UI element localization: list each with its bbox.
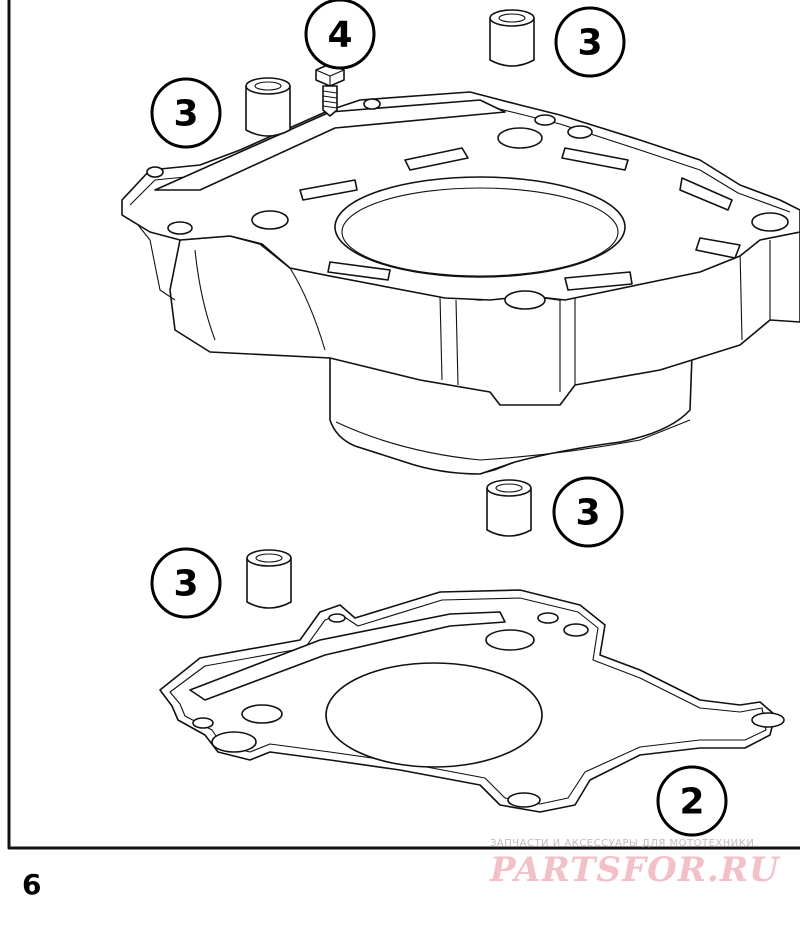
diagram-frame (7, 0, 800, 850)
callout-label: 4 (327, 15, 352, 56)
callout-label: 2 (679, 782, 704, 823)
callout-3-top-right: 3 (554, 6, 626, 78)
dowel-sleeve-bottom (246, 549, 292, 609)
watermark-subtitle: ЗАПЧАСТИ И АКСЕССУАРЫ ДЛЯ МОТОТЕХНИКИ (490, 838, 755, 849)
callout-3-top-left: 3 (150, 77, 222, 149)
dowel-sleeve-top-left (245, 77, 291, 137)
callout-label: 3 (173, 564, 198, 605)
callout-2: 2 (656, 765, 728, 837)
dowel-sleeve-top-right (489, 9, 535, 67)
bolt (315, 63, 345, 117)
page-number: 6 (22, 868, 42, 901)
dowel-sleeve-middle (486, 479, 532, 537)
callout-label: 3 (577, 23, 602, 64)
callout-3-bottom: 3 (150, 547, 222, 619)
watermark-logo: PARTSFOR.RU (490, 850, 780, 890)
callout-label: 3 (575, 493, 600, 534)
callout-4: 4 (304, 0, 376, 70)
callout-label: 3 (173, 94, 198, 135)
cylinder (121, 91, 800, 475)
base-gasket (159, 589, 785, 813)
callout-3-middle: 3 (552, 476, 624, 548)
